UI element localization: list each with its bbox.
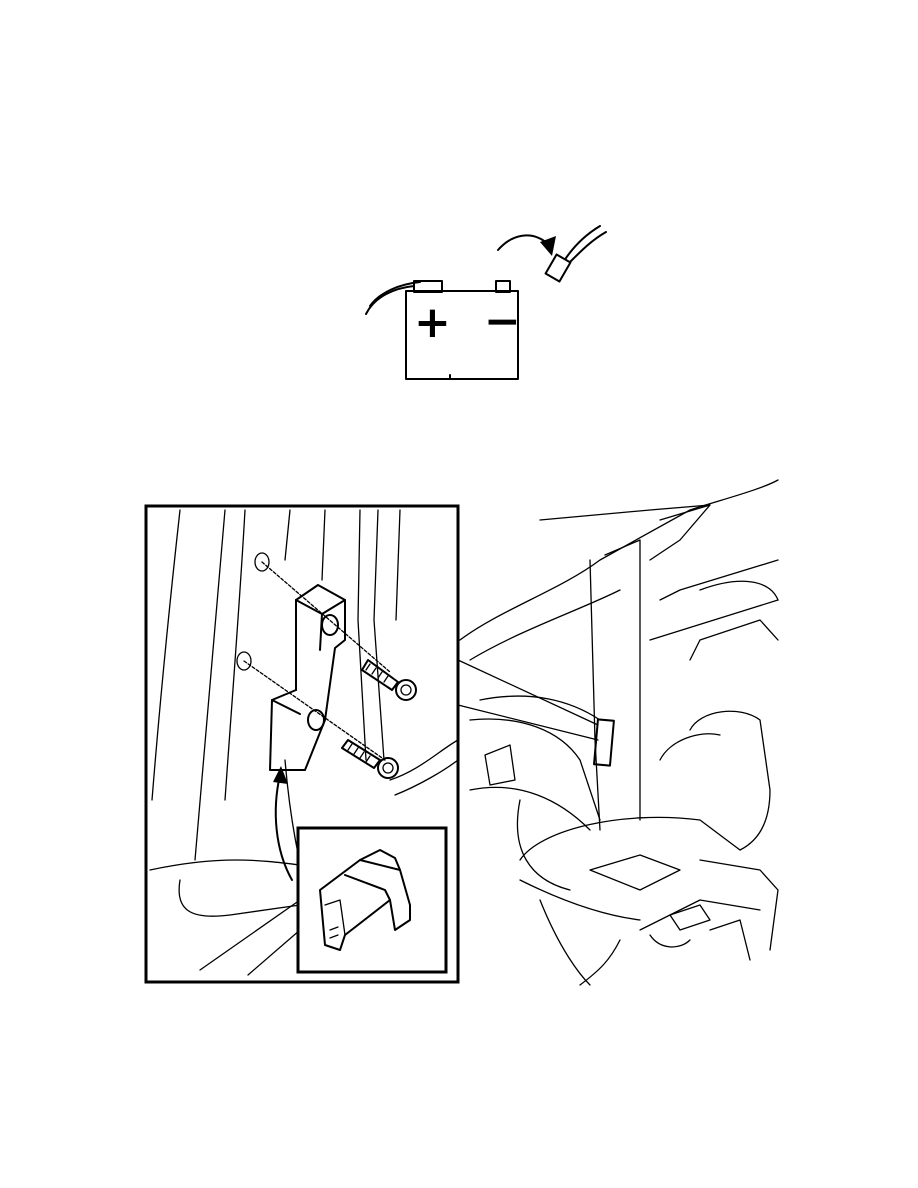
disconnect-arrow-icon	[497, 234, 556, 256]
cable-terminal-icon	[544, 225, 607, 283]
connector-inset	[296, 826, 448, 974]
battery-icon: + −	[365, 280, 521, 380]
screw-icon	[361, 659, 417, 701]
detail-inset	[144, 504, 460, 984]
callout-lines	[457, 659, 599, 741]
minus-terminal-label: −	[484, 296, 521, 347]
battery-disconnect-diagram: + −	[365, 225, 607, 380]
screw-icon	[341, 739, 399, 779]
car-interior-scene	[459, 479, 779, 986]
sensor-bracket	[269, 584, 346, 771]
plus-terminal-label: +	[414, 297, 451, 348]
connector-icon	[319, 849, 411, 951]
